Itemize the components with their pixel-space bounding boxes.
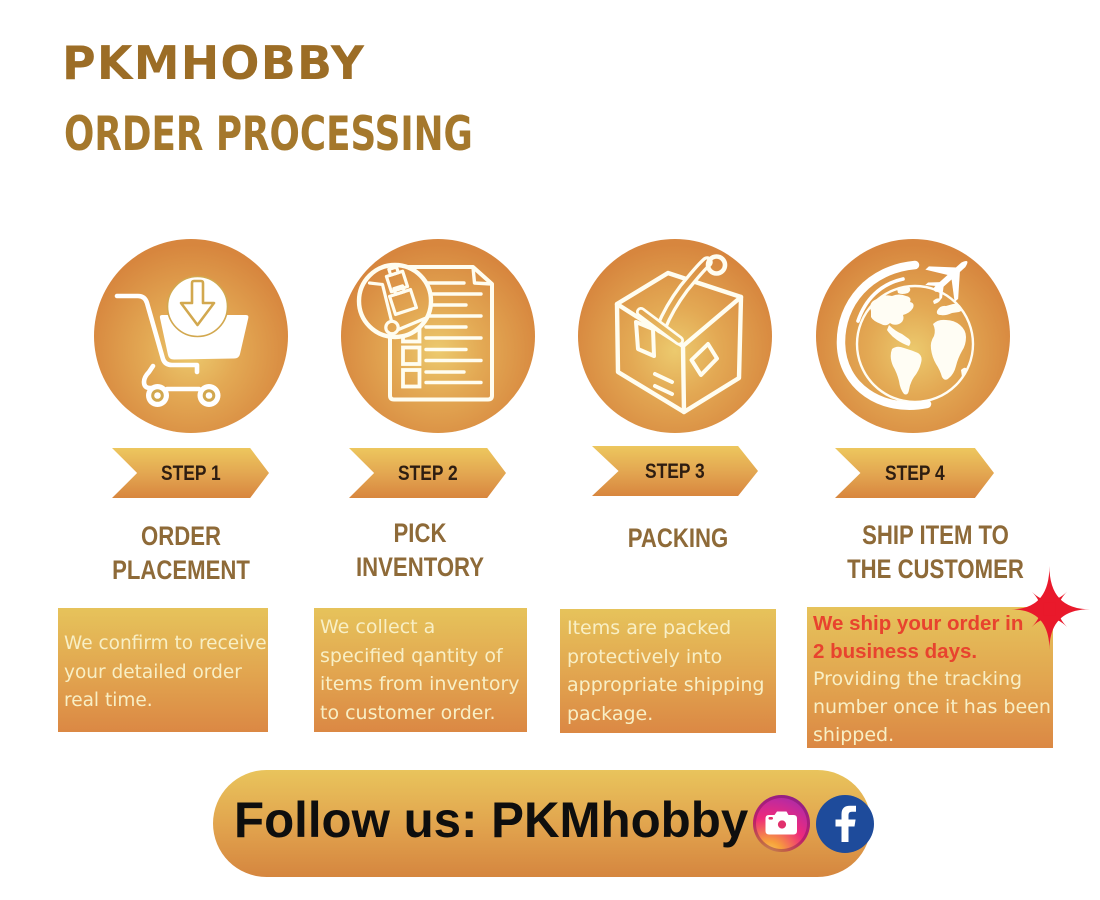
step-2-banner: STEP 2: [349, 448, 506, 498]
step-1-description: We confirm to receive your detailed orde…: [58, 608, 268, 732]
step-3-description: Items are packed protectively into appro…: [560, 609, 776, 733]
step-2-title: PICK INVENTORY: [356, 518, 484, 582]
step-3-title: PACKING: [627, 523, 729, 553]
step-4-banner: STEP 4: [835, 448, 994, 498]
follow-us-label: Follow us: PKMhobby: [234, 790, 749, 848]
step-4-label: STEP 4: [884, 460, 945, 485]
step-2-description: We collect a specified qantity of items …: [314, 608, 527, 732]
step-3-banner: STEP 3: [592, 446, 758, 496]
packing-box-icon: [578, 239, 772, 433]
inventory-checklist-icon: [341, 239, 535, 433]
step-4-description: We ship your order in 2 business days. P…: [807, 607, 1053, 748]
cart-download-icon: [94, 239, 288, 433]
step-1-label: STEP 1: [160, 460, 221, 485]
step-4-title: SHIP ITEM TO THE CUSTOMER: [847, 520, 1024, 584]
follow-us-banner: Follow us: PKMhobby: [213, 770, 875, 877]
step-1-banner: STEP 1: [112, 448, 269, 498]
step-2-description-text: We collect a specified qantity of items …: [320, 616, 520, 724]
starburst-icon: [1011, 566, 1090, 650]
step-4-description-text: Providing the tracking number once it ha…: [813, 668, 1051, 746]
step-3-label: STEP 3: [645, 458, 705, 483]
page-title: ORDER PROCESSING: [64, 107, 473, 162]
globe-airplane-icon: [816, 239, 1010, 433]
brand-title: PKMHOBBY: [62, 36, 366, 90]
step-4-highlight: We ship your order in 2 business days.: [813, 612, 1024, 663]
instagram-icon[interactable]: [753, 795, 811, 852]
step-1-title: ORDER PLACEMENT: [112, 521, 250, 585]
step-1-description-text: We confirm to receive your detailed orde…: [64, 633, 267, 712]
facebook-icon[interactable]: [816, 794, 875, 853]
step-3-description-text: Items are packed protectively into appro…: [567, 617, 765, 725]
step-2-label: STEP 2: [397, 460, 458, 485]
